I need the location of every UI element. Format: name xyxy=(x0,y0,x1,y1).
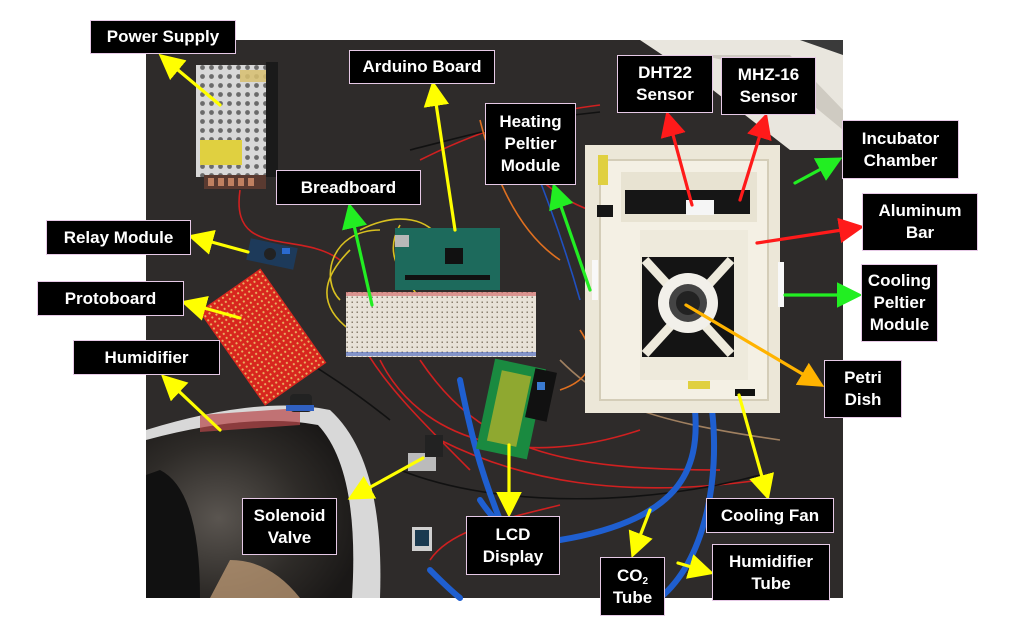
label-co2-tube: CO2 Tube xyxy=(600,557,665,616)
arrows xyxy=(158,53,865,579)
lcd-device xyxy=(476,358,557,460)
label-solenoid-valve: Solenoid Valve xyxy=(242,498,337,555)
label-power-supply: Power Supply xyxy=(90,20,236,54)
arrow-humidifier xyxy=(161,374,222,432)
arrow-mhz16 xyxy=(738,112,772,202)
label-heating-peltier-module: Heating Peltier Module xyxy=(485,103,576,185)
arrow-protoboard xyxy=(180,295,242,321)
label-protoboard: Protoboard xyxy=(37,281,184,316)
label-mhz16-sensor: MHZ-16 Sensor xyxy=(721,57,816,115)
arrow-petri-dish xyxy=(684,303,825,387)
label-lcd-display: LCD Display xyxy=(466,516,560,575)
label-humidifier-tube: Humidifier Tube xyxy=(712,544,830,601)
label-aluminum-bar: Aluminum Bar xyxy=(862,193,978,251)
arduino-device xyxy=(395,228,500,290)
arrow-incubator-chamber xyxy=(793,157,843,185)
breadboard-device xyxy=(346,292,536,357)
arrow-cooling-fan xyxy=(737,393,774,501)
label-incubator-chamber: Incubator Chamber xyxy=(842,120,959,179)
solenoid-valve-device xyxy=(408,435,443,551)
arrow-dht22 xyxy=(660,110,694,207)
arrow-power-supply xyxy=(158,53,222,107)
incubator-device xyxy=(585,145,784,413)
arrow-solenoid-valve xyxy=(347,456,425,500)
label-humidifier: Humidifier xyxy=(73,340,220,375)
label-relay-module: Relay Module xyxy=(46,220,191,255)
arrow-co2-tube xyxy=(628,508,653,558)
relay-module-device xyxy=(246,238,298,270)
arrow-heating-peltier xyxy=(549,182,592,292)
power-supply-device xyxy=(196,62,278,189)
arrow-arduino-board xyxy=(423,80,457,232)
label-cooling-fan: Cooling Fan xyxy=(706,498,834,533)
label-arduino-board: Arduino Board xyxy=(349,50,495,84)
arrow-aluminum-bar xyxy=(755,217,865,245)
label-breadboard: Breadboard xyxy=(276,170,421,205)
label-cooling-peltier-module: Cooling Peltier Module xyxy=(861,264,938,342)
co2-tube-line1: CO2 xyxy=(616,565,649,587)
arrow-humidifier-tube xyxy=(676,554,715,579)
protoboard-device xyxy=(198,268,327,406)
co2-tube-line2: Tube xyxy=(612,587,653,607)
label-dht22-sensor: DHT22 Sensor xyxy=(617,55,713,113)
label-petri-dish: Petri Dish xyxy=(824,360,902,418)
arrow-breadboard xyxy=(342,202,374,307)
arrow-relay-module xyxy=(187,229,250,255)
